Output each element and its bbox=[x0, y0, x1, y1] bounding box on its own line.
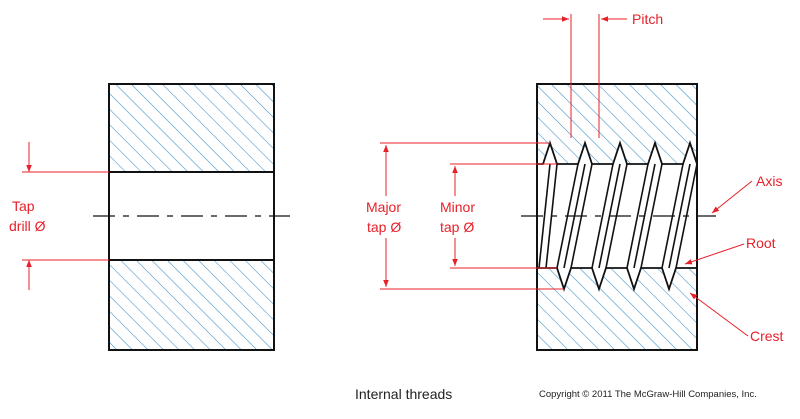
threaded-outline bbox=[536, 83, 698, 351]
minor-label-line1: Minor bbox=[440, 199, 475, 215]
major-diameter-dimension: Major tap Ø bbox=[362, 142, 564, 290]
lower-thread-material bbox=[537, 268, 697, 350]
pitch-label: Pitch bbox=[632, 11, 663, 27]
upper-thread-material bbox=[537, 84, 697, 164]
tap-drill-label-line1: Tap bbox=[12, 198, 35, 214]
copyright-notice: Copyright © 2011 The McGraw-Hill Compani… bbox=[539, 389, 757, 400]
axis-leader: Axis bbox=[711, 173, 782, 214]
root-leader: Root bbox=[684, 235, 776, 265]
lower-material-hatch bbox=[109, 260, 274, 350]
major-label-line1: Major bbox=[366, 199, 401, 215]
upper-thread-profile bbox=[537, 140, 698, 165]
crest-leader: Crest bbox=[689, 292, 784, 344]
figure-caption: Internal threads bbox=[355, 386, 452, 402]
tap-drill-outline bbox=[108, 83, 275, 351]
axis-label: Axis bbox=[756, 173, 782, 189]
threaded-section bbox=[521, 83, 716, 351]
tap-drill-dimension: Tap drill Ø bbox=[9, 142, 109, 290]
upper-material-hatch bbox=[109, 84, 274, 172]
pitch-dimension: Pitch bbox=[543, 11, 663, 138]
major-label-line2: tap Ø bbox=[367, 219, 401, 235]
tap-drill-section bbox=[93, 83, 290, 351]
root-label: Root bbox=[746, 235, 776, 251]
minor-diameter-dimension: Minor tap Ø bbox=[432, 163, 557, 269]
lower-thread-profile bbox=[537, 267, 697, 292]
minor-label-line2: tap Ø bbox=[440, 219, 474, 235]
tap-drill-label-line2: drill Ø bbox=[9, 218, 46, 234]
crest-label: Crest bbox=[750, 328, 784, 344]
